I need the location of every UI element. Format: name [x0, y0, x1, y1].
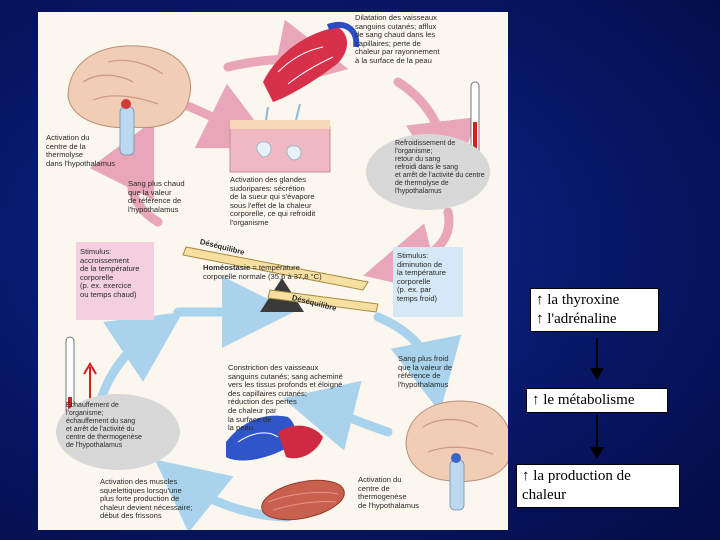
arrow-2-head	[590, 447, 604, 459]
heat-production-box: ↑ la production de chaleur	[516, 464, 680, 508]
dilated-vessel-icon	[263, 22, 360, 102]
sweat-gland-icon	[229, 103, 331, 173]
brain-top-icon	[67, 45, 192, 156]
metabolism-box: ↑ le métabolisme	[526, 388, 668, 413]
figure-art	[56, 19, 508, 530]
homeostasis-bold: Homéostasie	[203, 263, 251, 272]
label-warming: Échauffement de l'organisme; échauffemen…	[66, 402, 142, 449]
thyroxine-text: ↑ la thyroxine	[536, 292, 620, 308]
thermoregulation-figure: Dilatation des vaisseaux sanguins cutané…	[38, 12, 508, 530]
muscle-icon	[261, 479, 345, 521]
label-cooling: Refroidissement de l'organisme; retour d…	[395, 140, 485, 195]
arrow-1-shaft	[596, 338, 598, 368]
label-vasoconstriction: Constriction des vaisseaux sanguins cuta…	[228, 363, 343, 433]
hormones-box: ↑ la thyroxine ↑ l'adrénaline	[530, 288, 659, 332]
label-thermogenesis: Activation du centre de thermogenèse de …	[358, 475, 419, 510]
arrow-2-shaft	[596, 415, 598, 447]
homeostasis-text: = température corporelle normale (35,6 à…	[203, 263, 322, 281]
label-muscles: Activation des muscles squelettiques lor…	[100, 477, 193, 521]
heat-production-text: ↑ la production de chaleur	[522, 468, 631, 503]
label-thermolysis-center: Activation du centre de la thermolyse da…	[46, 133, 115, 168]
brain-bottom-icon	[405, 400, 508, 511]
arrow-1-head	[590, 368, 604, 380]
metabolism-text: ↑ le métabolisme	[532, 392, 635, 408]
label-vasodilation: Dilatation des vaisseaux sanguins cutané…	[355, 13, 440, 65]
cooling-oval	[366, 134, 490, 210]
adrenaline-text: ↑ l'adrénaline	[536, 311, 617, 327]
stimulus-hot-box	[76, 242, 154, 320]
constricted-vessel-icon	[226, 415, 323, 461]
label-hot-blood: Sang plus chaud que la valeur de référen…	[128, 179, 185, 214]
label-stimulus-hot: Stimulus: accroissement de la températur…	[80, 247, 140, 299]
warming-oval	[56, 394, 180, 470]
label-stimulus-cold: Stimulus: diminution de la température c…	[397, 251, 446, 303]
homeostasis-balance-icon	[182, 246, 379, 313]
label-cold-blood: Sang plus froid que la valeur de référen…	[398, 354, 453, 389]
label-sweat-glands: Activation des glandes sudoripares: sécr…	[230, 175, 316, 227]
stimulus-cold-box	[393, 247, 463, 317]
label-homeostasis: Homéostasie = température corporelle nor…	[203, 263, 322, 281]
